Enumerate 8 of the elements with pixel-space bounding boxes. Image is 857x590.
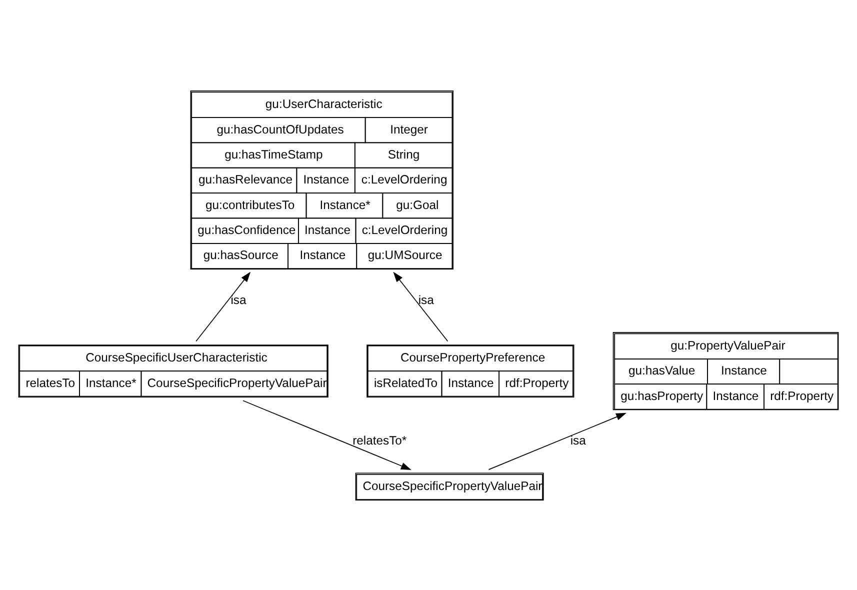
edge-label: isa <box>570 433 586 448</box>
arrow <box>196 271 251 342</box>
arrow <box>242 400 412 470</box>
arrow <box>488 412 626 470</box>
edge-label: isa <box>230 292 246 306</box>
arrow <box>393 271 448 342</box>
edge-label: relatesTo* <box>352 433 407 448</box>
edge-label: isa <box>418 292 434 306</box>
